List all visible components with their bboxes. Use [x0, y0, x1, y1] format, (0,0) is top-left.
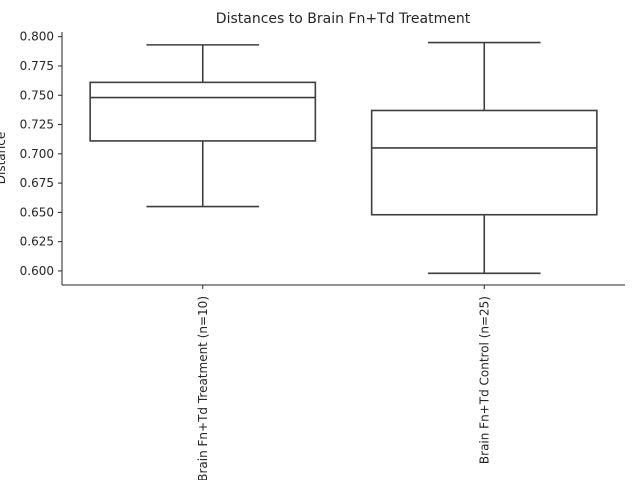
y-tick-label: 0.625 — [20, 235, 54, 249]
y-axis-ticks: 0.600 0.625 0.650 0.675 0.700 0.725 0.750 0.775… — [20, 30, 62, 278]
x-axis-ticks: Brain Fn+Td Treatment (n=10) Brain Fn+Td … — [196, 285, 491, 480]
box-0 — [89, 44, 317, 208]
y-tick-label: 0.725 — [20, 118, 54, 132]
x-tick-label: Brain Fn+Td Treatment (n=10) — [196, 296, 210, 480]
y-tick-label: 0.750 — [20, 88, 54, 102]
y-tick-label: 0.650 — [20, 205, 54, 219]
y-tick-label: 0.700 — [20, 147, 54, 161]
box-1 — [370, 41, 598, 275]
y-tick-label: 0.600 — [20, 264, 54, 278]
iqr-box — [370, 109, 598, 216]
chart-title: Distances to Brain Fn+Td Treatment — [216, 11, 471, 27]
x-tick-label: Brain Fn+Td Control (n=25) — [477, 296, 491, 464]
y-tick-label: 0.775 — [20, 59, 54, 73]
y-tick-label: 0.800 — [20, 30, 54, 44]
y-axis-label: Distance — [0, 132, 8, 184]
iqr-box — [89, 81, 317, 142]
boxes-group — [89, 41, 598, 275]
y-tick-label: 0.675 — [20, 176, 54, 190]
